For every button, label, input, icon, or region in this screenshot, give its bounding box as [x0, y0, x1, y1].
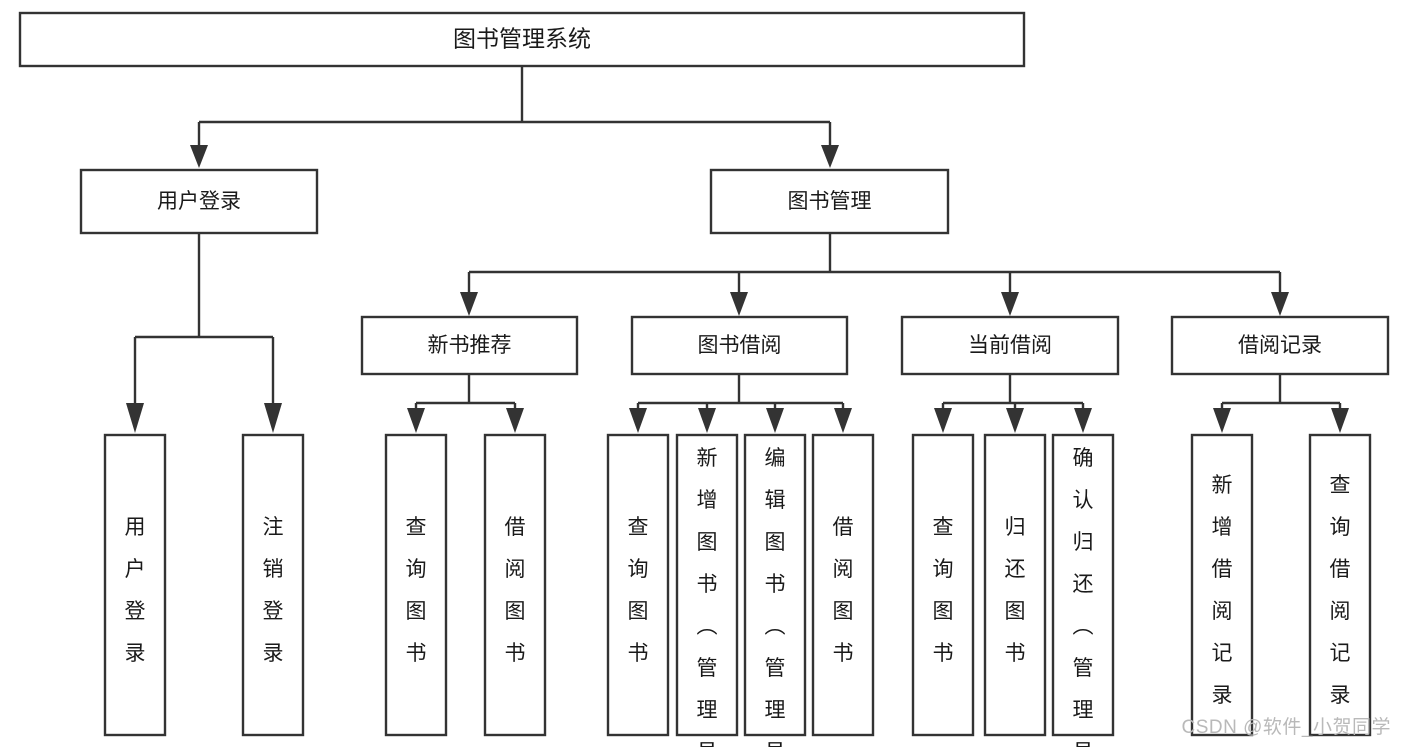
arrow-head-leaf-return-book — [1006, 408, 1024, 433]
node-box-leaf-add-book-admin[interactable] — [675, 433, 739, 737]
arrow-head-user-login — [190, 145, 208, 168]
arrow-head-leaf-query-book-1 — [407, 408, 425, 433]
arrow-head-leaf-edit-book-admin — [766, 408, 784, 433]
node-label-leaf-edit-book-admin: 编辑图书︵管理员︶ — [765, 447, 786, 747]
arrow-head-leaf-add-borrow-record — [1213, 408, 1231, 433]
node-label-leaf-confirm-return-admin: 确认归还︵管理员︶ — [1073, 447, 1094, 747]
arrow-head-leaf-query-book-2 — [629, 408, 647, 433]
arrow-head-leaf-borrow-book-2 — [834, 408, 852, 433]
connector-group-book-management-to-level3 — [460, 233, 1289, 316]
node-box-new-book-recommend[interactable] — [360, 315, 579, 376]
node-box-leaf-add-borrow-record[interactable] — [1190, 433, 1254, 737]
node-label-root: 图书管理系统 — [453, 26, 591, 52]
node-label-leaf-borrow-book-2: 借阅图书 — [833, 516, 854, 665]
node-label-leaf-add-book-admin: 新增图书︵管理员︶ — [697, 447, 718, 747]
node-box-current-borrow[interactable] — [900, 315, 1120, 376]
arrow-head-leaf-query-book-3 — [934, 408, 952, 433]
arrow-head-leaf-confirm-return-admin — [1074, 408, 1092, 433]
arrow-head-new-book-recommend — [460, 292, 478, 316]
labels-layer: 图书管理系统用户登录图书管理新书推荐图书借阅当前借阅借阅记录用户登录注销登录查询… — [125, 26, 1351, 747]
node-box-leaf-return-book[interactable] — [983, 433, 1047, 737]
nodes-layer — [18, 11, 1390, 737]
arrow-head-book-management — [821, 145, 839, 168]
node-box-root[interactable] — [18, 11, 1026, 68]
arrow-head-leaf-query-borrow-record — [1331, 408, 1349, 433]
connector-group-borrow-record-to-leaves — [1213, 374, 1349, 433]
node-label-leaf-query-book-1: 查询图书 — [406, 516, 427, 665]
node-label-book-management: 图书管理 — [788, 190, 872, 213]
node-box-leaf-query-book-3[interactable] — [911, 433, 975, 737]
node-label-leaf-query-book-2: 查询图书 — [628, 516, 649, 665]
node-box-leaf-logout-login[interactable] — [241, 433, 305, 737]
connector-group-book-borrow-to-leaves — [629, 374, 852, 433]
node-label-leaf-user-login: 用户登录 — [125, 516, 146, 665]
node-label-leaf-query-borrow-record: 查询借阅记录 — [1330, 474, 1351, 707]
node-label-leaf-logout-login: 注销登录 — [263, 516, 284, 665]
node-box-leaf-user-login[interactable] — [103, 433, 167, 737]
node-box-leaf-query-book-2[interactable] — [606, 433, 670, 737]
arrow-head-leaf-borrow-book-1 — [506, 408, 524, 433]
connector-group-new-book-to-leaves — [407, 374, 524, 433]
node-label-user-login: 用户登录 — [157, 190, 241, 213]
arrow-head-leaf-logout-login — [264, 403, 282, 433]
node-box-leaf-borrow-book-2[interactable] — [811, 433, 875, 737]
node-box-leaf-edit-book-admin[interactable] — [743, 433, 807, 737]
node-label-borrow-record: 借阅记录 — [1238, 334, 1322, 357]
node-label-leaf-query-book-3: 查询图书 — [933, 516, 954, 665]
node-label-leaf-return-book: 归还图书 — [1005, 516, 1026, 665]
arrow-head-leaf-add-book-admin — [698, 408, 716, 433]
connector-group-user-login-to-leaves — [126, 233, 282, 433]
node-box-leaf-query-book-1[interactable] — [384, 433, 448, 737]
node-box-borrow-record[interactable] — [1170, 315, 1390, 376]
node-label-leaf-borrow-book-1: 借阅图书 — [505, 516, 526, 665]
arrow-head-book-borrow — [730, 292, 748, 316]
node-label-leaf-add-borrow-record: 新增借阅记录 — [1212, 474, 1233, 707]
connector-group-current-borrow-to-leaves — [934, 374, 1092, 433]
arrow-head-borrow-record — [1271, 292, 1289, 316]
node-label-book-borrow: 图书借阅 — [698, 334, 782, 357]
connector-group-root-to-level2 — [190, 66, 839, 168]
node-box-leaf-query-borrow-record[interactable] — [1308, 433, 1372, 737]
arrow-head-leaf-user-login — [126, 403, 144, 433]
node-label-current-borrow: 当前借阅 — [968, 334, 1052, 357]
node-box-book-borrow[interactable] — [630, 315, 849, 376]
node-label-new-book-recommend: 新书推荐 — [428, 334, 512, 357]
node-box-book-management[interactable] — [709, 168, 950, 235]
arrow-head-current-borrow — [1001, 292, 1019, 316]
node-box-user-login[interactable] — [79, 168, 319, 235]
node-box-leaf-confirm-return-admin[interactable] — [1051, 433, 1115, 737]
node-box-leaf-borrow-book-1[interactable] — [483, 433, 547, 737]
